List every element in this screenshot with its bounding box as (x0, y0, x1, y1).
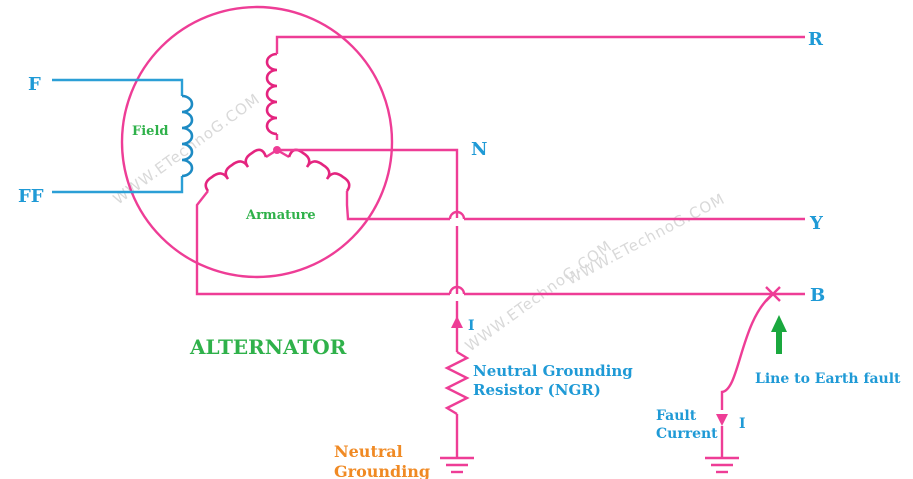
r-phase-coil (265, 52, 278, 136)
label-B: B (810, 285, 825, 306)
label-fault-line2: Current (656, 426, 718, 442)
label-N: N (471, 139, 487, 160)
fault-path-wire (720, 293, 774, 410)
crossover-y (448, 210, 466, 220)
label-line-to-earth: Line to Earth fault (755, 371, 901, 387)
alternator-circle (120, 5, 394, 279)
label-fault-line1: Fault (656, 408, 697, 424)
watermark-1: WWW.ETechnoG.COM (110, 90, 264, 209)
b-line-wire-left (195, 190, 450, 296)
neutral-wire-top (277, 148, 459, 218)
fault-ground-symbol (705, 456, 739, 474)
label-ngr-line1: Neutral Grounding (473, 362, 633, 380)
label-current-top: I (468, 318, 475, 334)
watermark-3: WWW.ETechnoG.COM (563, 190, 728, 289)
label-F: F (28, 74, 41, 95)
label-Y: Y (809, 213, 824, 234)
ngr-resistor (444, 350, 470, 416)
label-field: Field (132, 124, 168, 139)
right-phase-coil (287, 148, 351, 192)
label-FF: FF (18, 186, 44, 207)
armature-winding (195, 35, 805, 296)
ff-lead-wire (52, 176, 184, 194)
fault-cross-icon (765, 286, 781, 302)
crossover-b (448, 285, 466, 295)
watermark-2: WWW.ETechnoG.COM (462, 237, 616, 356)
field-winding (52, 78, 194, 194)
label-neutral-line1: Neutral (334, 442, 403, 461)
current-arrow-up (451, 316, 463, 328)
earth-fault-arrow-icon (771, 315, 787, 354)
label-armature: Armature (245, 208, 316, 223)
left-phase-coil (204, 148, 268, 192)
f-lead-wire (52, 78, 184, 96)
label-current-fault: I (739, 416, 746, 432)
neutral-ground-symbol (440, 456, 474, 474)
label-alternator: ALTERNATOR (189, 335, 347, 359)
field-coil (181, 94, 194, 178)
y-line-wire-left (345, 191, 450, 221)
label-R: R (808, 29, 824, 50)
label-neutral-line2: Grounding (334, 462, 430, 479)
r-line-wire (275, 35, 805, 54)
label-ngr-line2: Resistor (NGR) (473, 381, 601, 399)
fault-current-arrow (716, 414, 728, 426)
